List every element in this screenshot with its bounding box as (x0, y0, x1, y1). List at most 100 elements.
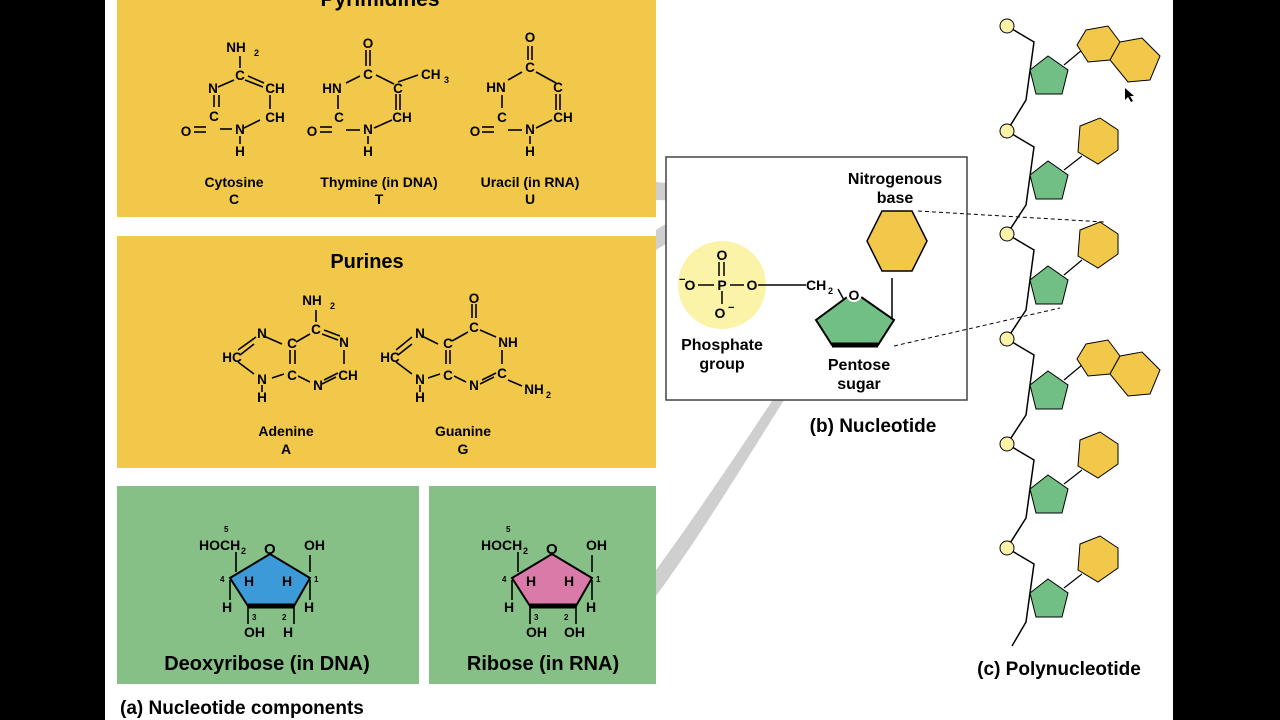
svg-text:CH: CH (265, 81, 285, 96)
svg-text:4: 4 (220, 575, 225, 584)
svg-text:H: H (525, 144, 535, 159)
svg-text:NH: NH (524, 382, 544, 397)
svg-text:CH: CH (265, 110, 285, 125)
svg-text:C: C (497, 110, 507, 125)
deoxyribose-title: Deoxyribose (in DNA) (164, 653, 370, 675)
cytosine-structure: NH 2 C N C CH O C CH N H (181, 40, 285, 159)
svg-text:C: C (287, 368, 297, 383)
ribose-ring (510, 552, 594, 607)
polynucleotide-chain (999, 18, 1161, 647)
caption-nucleotide: (b) Nucleotide (810, 416, 937, 437)
svg-text:H: H (564, 573, 574, 589)
svg-text:C: C (469, 320, 479, 335)
svg-text:C: C (363, 67, 373, 82)
svg-text:C: C (311, 322, 321, 337)
svg-text:H: H (304, 599, 314, 615)
caption-nucleotide-components: (a) Nucleotide components (120, 698, 364, 719)
svg-text:N: N (208, 81, 218, 96)
svg-text:2: 2 (282, 613, 287, 622)
svg-text:N: N (257, 326, 267, 341)
svg-text:H: H (363, 144, 373, 159)
svg-text:OH: OH (586, 537, 607, 553)
svg-text:P: P (717, 277, 726, 293)
svg-text:H: H (257, 390, 267, 405)
guanine-name: Guanine (435, 423, 491, 439)
svg-text:2: 2 (330, 301, 335, 311)
svg-text:O: O (363, 36, 374, 51)
svg-text:2: 2 (241, 546, 246, 556)
thymine-structure: O C CH 3 HN C O C CH N H (307, 36, 449, 159)
svg-text:3: 3 (534, 613, 539, 622)
svg-text:HC: HC (380, 350, 400, 365)
svg-text:2: 2 (523, 546, 528, 556)
pyrimidines-panel (117, 0, 656, 217)
cytosine-letter: C (229, 191, 239, 207)
svg-text:N: N (363, 122, 373, 137)
guanine-structure: O C N C NH HC C N C NH 2 N H (380, 291, 551, 405)
svg-text:H: H (222, 599, 232, 615)
svg-text:HC: HC (222, 350, 242, 365)
svg-text:O: O (747, 277, 758, 293)
svg-text:OH: OH (244, 624, 265, 640)
svg-text:O: O (307, 124, 318, 139)
svg-text:HOCH: HOCH (481, 537, 522, 553)
svg-text:2: 2 (564, 613, 569, 622)
svg-text:NH: NH (226, 40, 246, 55)
svg-text:H: H (586, 599, 596, 615)
svg-text:O: O (264, 541, 276, 558)
svg-text:O: O (525, 30, 536, 45)
svg-text:2: 2 (546, 390, 551, 400)
svg-text:OH: OH (564, 624, 585, 640)
svg-text:1: 1 (314, 575, 319, 584)
uracil-letter: U (525, 191, 535, 207)
svg-text:HOCH: HOCH (199, 537, 240, 553)
svg-text:C: C (497, 366, 507, 381)
svg-text:O: O (470, 124, 481, 139)
adenine-structure: NH 2 C N N C HC C N N CH H (222, 293, 358, 405)
svg-text:N: N (313, 378, 323, 393)
svg-text:C: C (235, 68, 245, 83)
svg-text:CH: CH (338, 368, 358, 383)
svg-text:NH: NH (302, 293, 322, 308)
deoxyribose-ring (228, 552, 312, 607)
nitrogenous-base-shape (866, 210, 928, 272)
svg-text:5: 5 (506, 525, 511, 534)
svg-text:C: C (443, 368, 453, 383)
svg-text:N: N (415, 372, 425, 387)
svg-text:O: O (546, 541, 558, 558)
svg-text:CH: CH (553, 110, 573, 125)
svg-text:O: O (715, 305, 726, 321)
svg-text:OH: OH (526, 624, 547, 640)
sugar-label-line1: Pentose (828, 357, 890, 374)
svg-text:1: 1 (596, 575, 601, 584)
svg-text:NH: NH (498, 335, 518, 350)
svg-text:3: 3 (252, 613, 257, 622)
base-label-line2: base (877, 190, 914, 207)
base-label-line1: Nitrogenous (848, 171, 942, 188)
svg-text:HN: HN (486, 80, 506, 95)
ribose-structure: HOCH 2 O OH H H H H OH OH 5 4 3 2 1 (481, 525, 607, 640)
thymine-name: Thymine (in DNA) (320, 174, 437, 190)
adenine-name: Adenine (258, 423, 313, 439)
svg-text:2: 2 (828, 286, 833, 296)
svg-text:H: H (526, 573, 536, 589)
sugar-label-line2: sugar (837, 376, 881, 393)
svg-text:CH: CH (392, 110, 412, 125)
svg-text:HN: HN (322, 81, 342, 96)
svg-text:4: 4 (502, 575, 507, 584)
svg-text:C: C (209, 109, 219, 124)
deoxyribose-structure: HOCH 2 O OH H H H H OH H 5 4 3 2 1 (199, 525, 325, 640)
svg-text:C: C (393, 81, 403, 96)
svg-text:C: C (287, 336, 297, 351)
svg-text:H: H (244, 573, 254, 589)
guanine-letter: G (458, 441, 469, 457)
thymine-letter: T (375, 191, 384, 207)
svg-text:H: H (235, 144, 245, 159)
uracil-name: Uracil (in RNA) (481, 174, 580, 190)
svg-text:−: − (728, 302, 734, 314)
svg-text:CH: CH (421, 67, 441, 82)
cytosine-name: Cytosine (204, 174, 263, 190)
svg-text:N: N (525, 122, 535, 137)
svg-text:C: C (525, 60, 535, 75)
